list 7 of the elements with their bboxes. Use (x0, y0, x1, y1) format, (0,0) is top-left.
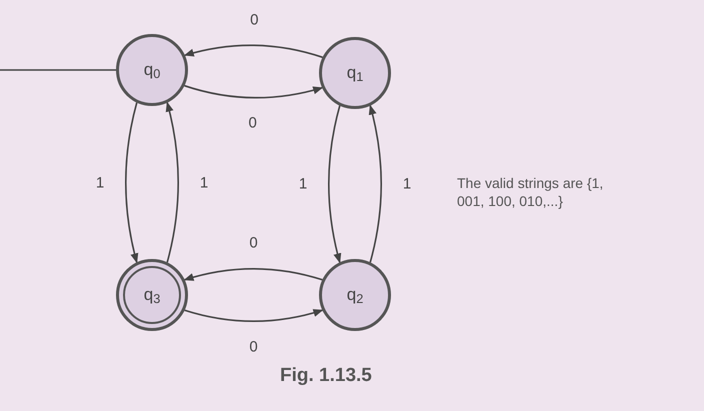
state-label: q$_{2}$ (346, 284, 364, 308)
note-text: The valid strings are {1, 001, 100, 010,...} (457, 174, 604, 210)
transition-arrow (184, 44, 323, 58)
state-label: q$_{3}$ (144, 284, 160, 308)
state-label: q$_{1}$ (346, 62, 364, 86)
state-label: q$_{0}$ (144, 59, 160, 83)
figure-caption: Fig. 1.13.5 (280, 364, 372, 388)
